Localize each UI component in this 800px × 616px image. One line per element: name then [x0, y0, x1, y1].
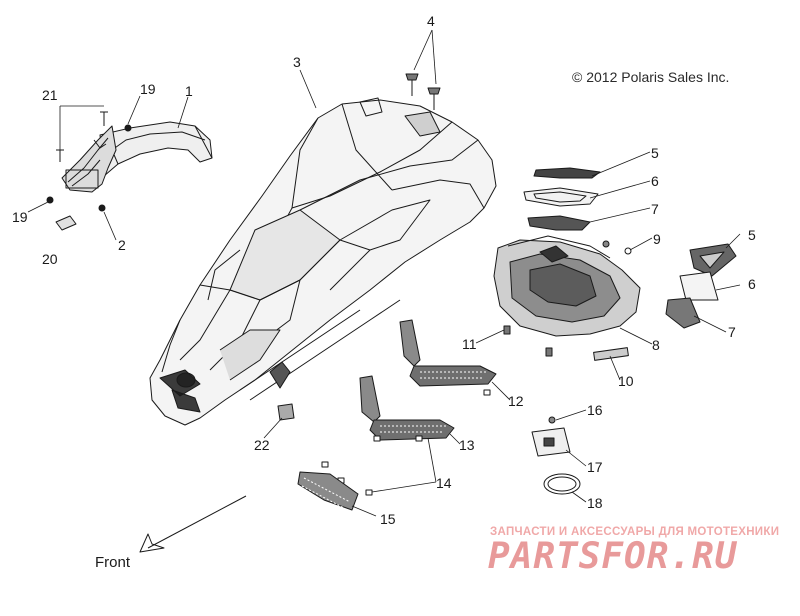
front-label: Front	[95, 554, 131, 571]
callout-16: 16	[587, 402, 603, 418]
callout-18: 18	[587, 495, 603, 511]
vent-5-right	[689, 243, 737, 277]
mesh-15	[297, 471, 359, 511]
air-duct	[99, 121, 213, 177]
callout-7: 7	[651, 201, 659, 217]
callout-12: 12	[508, 393, 524, 409]
seal-6-right	[679, 271, 719, 301]
front-arrow	[139, 495, 247, 553]
duct-bracket	[61, 125, 117, 193]
fasteners-4	[405, 73, 441, 110]
screw-9	[602, 240, 632, 255]
hood-panel	[149, 97, 497, 426]
callout-8: 8	[652, 337, 660, 353]
watermark-tagline: ЗАПЧАСТИ И АКСЕССУАРЫ ДЛЯ МОТОТЕХНИКИ	[490, 526, 780, 538]
callout-5: 5	[651, 145, 659, 161]
callout-7-right: 7	[728, 324, 736, 340]
callout-14: 14	[436, 475, 452, 491]
callout-4: 4	[427, 13, 435, 29]
ring-18	[543, 473, 581, 495]
strip-10	[593, 347, 629, 361]
vent-7-upper	[527, 215, 591, 231]
seal-6-upper	[523, 187, 599, 207]
airbox-8	[493, 235, 641, 337]
callout-6: 6	[651, 173, 659, 189]
grille-12	[399, 319, 497, 387]
callout-17: 17	[587, 459, 603, 475]
clip-22	[277, 403, 295, 421]
callout-22: 22	[254, 437, 270, 453]
grille-13	[359, 375, 455, 441]
callout-5-right: 5	[748, 227, 756, 243]
callout-1: 1	[185, 83, 193, 99]
nut-16	[548, 416, 556, 424]
callout-20: 20	[42, 251, 58, 267]
nut-19b	[46, 196, 54, 204]
watermark-logo: PARTSFOR.RU	[488, 536, 738, 577]
callout-21: 21	[42, 87, 58, 103]
vent-5-upper	[533, 167, 601, 179]
label-20	[55, 215, 77, 231]
copyright-notice: © 2012 Polaris Sales Inc.	[572, 69, 730, 85]
callout-19-left: 19	[12, 209, 28, 225]
screw-21	[56, 111, 108, 162]
callout-2: 2	[118, 237, 126, 253]
callout-10: 10	[618, 373, 634, 389]
nut-19a	[124, 124, 132, 132]
callout-3: 3	[293, 54, 301, 70]
callout-15: 15	[380, 511, 396, 527]
nut-2	[98, 204, 106, 212]
callout-19-top: 19	[140, 81, 156, 97]
callout-13: 13	[459, 437, 475, 453]
callout-11: 11	[462, 336, 477, 352]
vent-7-right	[665, 297, 701, 329]
callout-9: 9	[653, 231, 661, 247]
callout-6-right: 6	[748, 276, 756, 292]
